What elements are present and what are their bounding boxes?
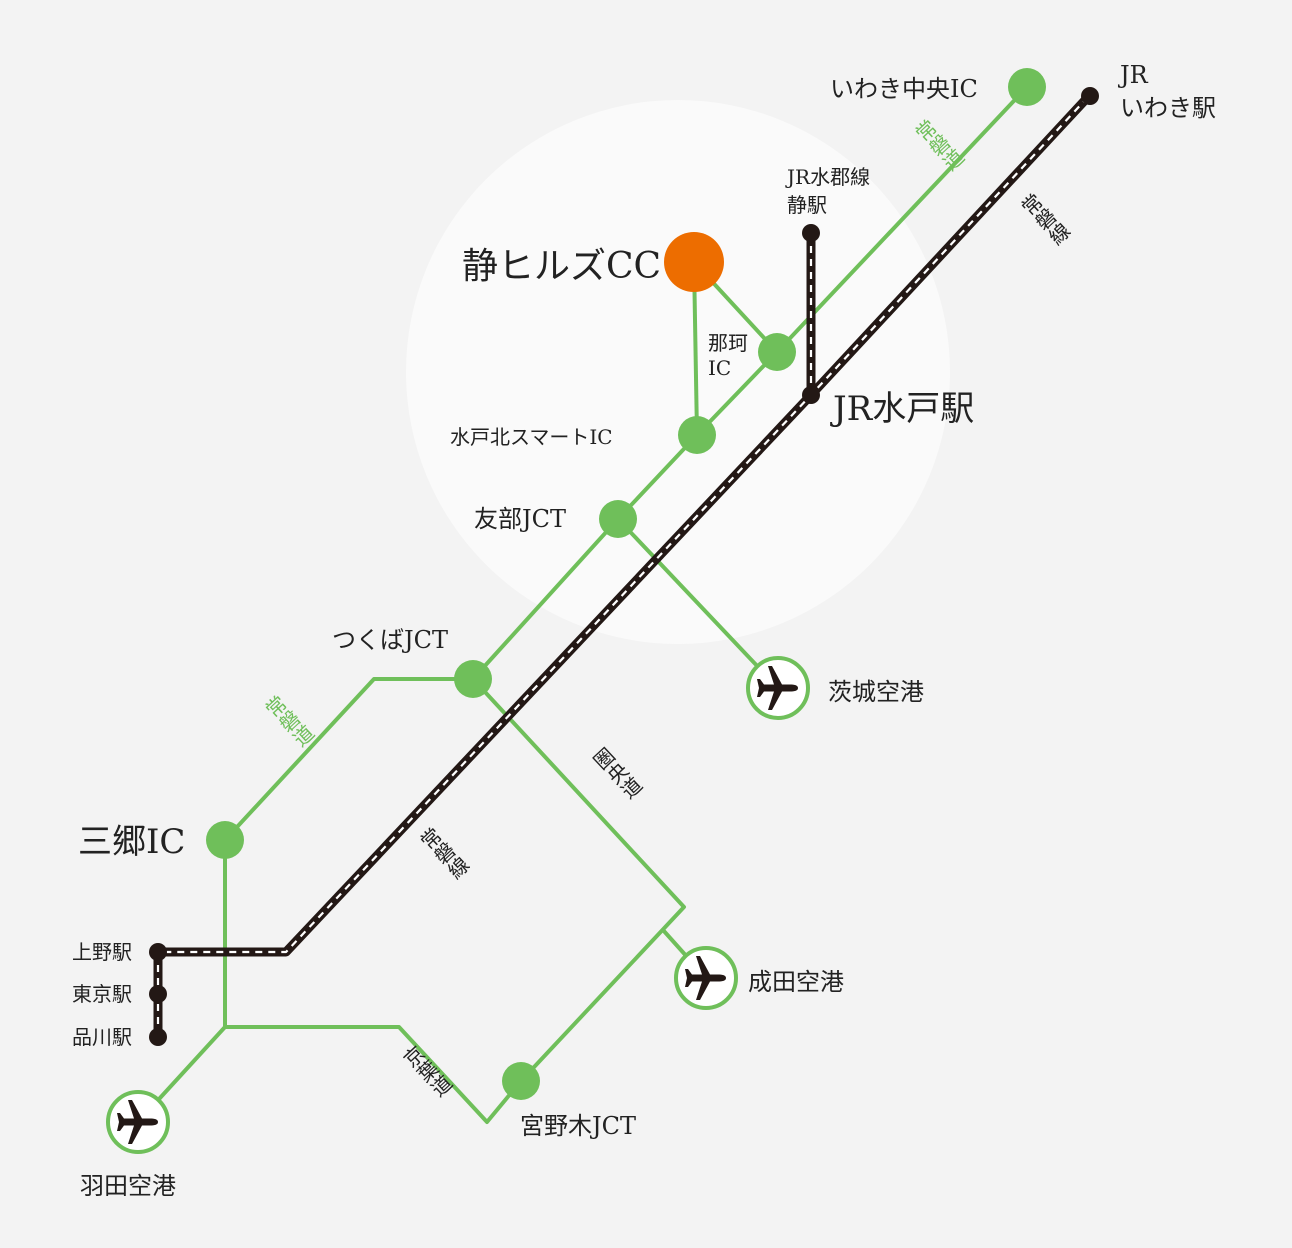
station-markers — [149, 87, 1099, 1046]
station-label-mito: JR水戸駅 — [830, 389, 974, 429]
ic-label-iwaki-chuo: いわき中央IC — [830, 75, 978, 103]
ic-label-tomobe: 友部JCT — [474, 505, 566, 533]
station-label-iwaki-top: JR — [1117, 61, 1149, 89]
ic-marker-iwaki-chuo — [1008, 68, 1046, 106]
interchange-markers — [206, 68, 1046, 1100]
keiyo-do — [225, 1025, 523, 1124]
ic-marker-miyanogi — [502, 1062, 540, 1100]
station-label-shizu-top: JR水郡線 — [785, 165, 870, 189]
ic-label-naka-top: 那珂 — [708, 331, 748, 355]
airport-label-ibaraki: 茨城空港 — [828, 678, 924, 706]
destination-label: 静ヒルズCC — [462, 246, 661, 287]
airport-label-narita: 成田空港 — [748, 968, 844, 996]
ic-label-tsukuba: つくばJCT — [332, 626, 448, 654]
station-label-tokyo: 東京駅 — [72, 982, 132, 1006]
joban-line-dash — [158, 96, 1089, 954]
station-marker-iwaki — [1081, 87, 1099, 105]
station-label-ueno: 上野駅 — [72, 940, 132, 964]
station-marker-tokyo — [149, 985, 167, 1003]
ic-label-mito-kita: 水戸北スマートIC — [450, 425, 613, 449]
station-marker-ueno — [149, 943, 167, 961]
ic-label-naka-bottom: IC — [708, 356, 731, 380]
station-marker-shizu — [802, 224, 820, 242]
tomobe-to-ibaraki-airport — [616, 517, 781, 691]
airport-label-haneda: 羽田空港 — [80, 1172, 176, 1200]
airport-narita — [674, 946, 738, 1010]
airport-haneda — [106, 1090, 170, 1154]
station-marker-shinagawa — [149, 1028, 167, 1046]
ic-marker-misato — [206, 821, 244, 859]
airport-ibaraki — [746, 656, 810, 720]
ken-o-do — [471, 677, 686, 1083]
ic-label-misato: 三郷IC — [78, 822, 185, 862]
ic-marker-naka — [758, 333, 796, 371]
ic-marker-mito-kita — [678, 416, 716, 454]
ic-label-miyanogi: 宮野木JCT — [520, 1112, 636, 1140]
station-marker-mito — [802, 386, 820, 404]
station-label-shinagawa: 品川駅 — [72, 1025, 132, 1049]
ic-marker-tsukuba — [454, 660, 492, 698]
destination-marker — [664, 232, 724, 292]
ic-marker-tomobe — [599, 500, 637, 538]
railway-network — [153, 93, 1092, 1037]
joban-expressway-south — [223, 677, 473, 842]
station-label-shizu-bottom: 静駅 — [787, 193, 827, 217]
station-label-iwaki-bottom: いわき駅 — [1120, 94, 1216, 122]
